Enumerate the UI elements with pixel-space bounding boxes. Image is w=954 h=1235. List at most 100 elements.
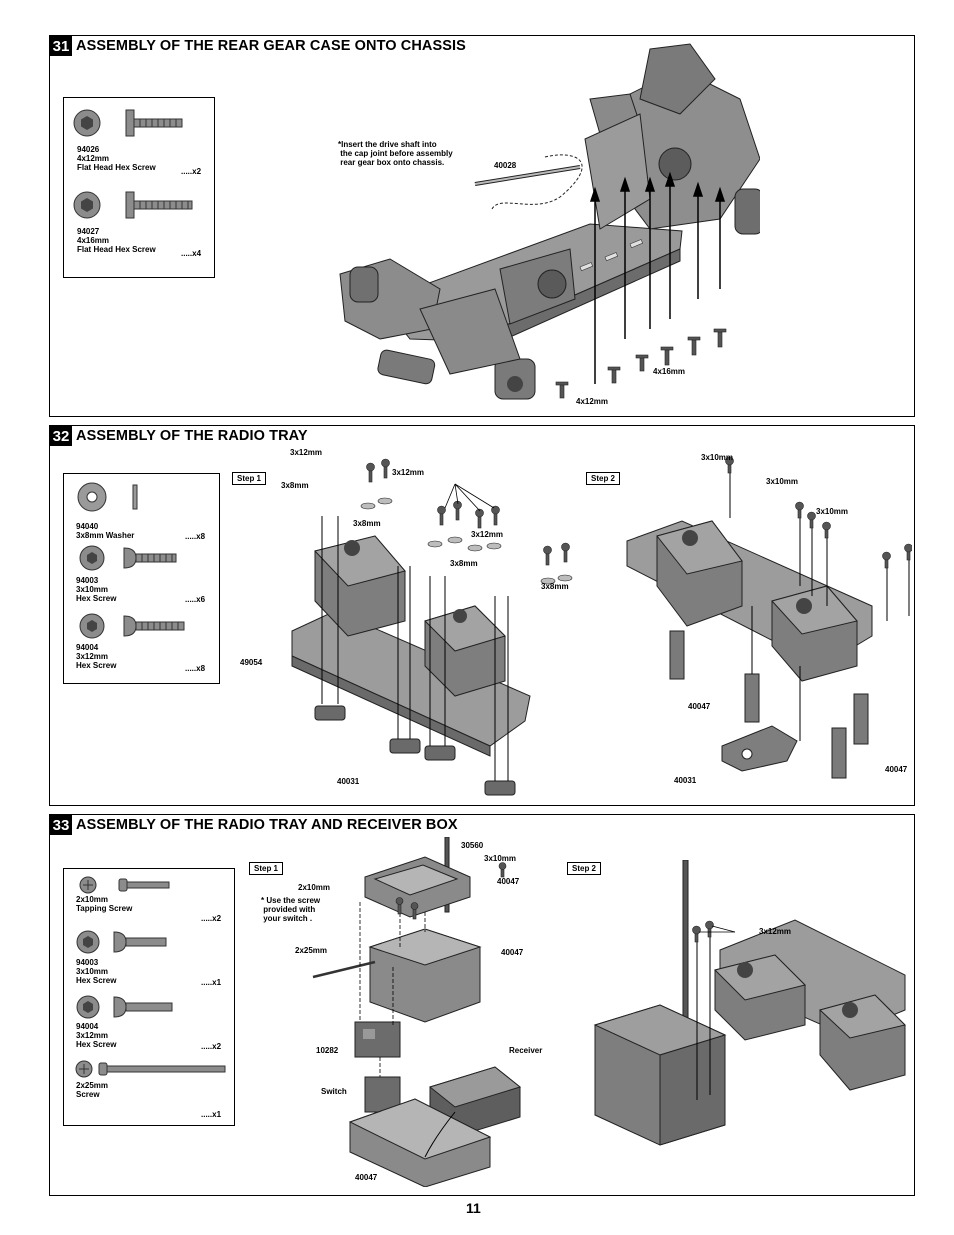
label-3x8-d: 3x8mm (541, 582, 569, 591)
label-post-40047-b: 40047 (885, 765, 908, 774)
label-tray-49054: 49054 (240, 658, 263, 667)
section-32-header: 32 ASSEMBLY OF THE RADIO TRAY (50, 426, 308, 446)
hex-screw-icon (79, 613, 185, 639)
part-code: 94027 (77, 227, 100, 236)
hex-screw-icon (76, 930, 167, 954)
part-qty: .....x1 (201, 978, 222, 987)
part-94004: 94004 3x12mm Hex Screw .....x8 (64, 612, 219, 673)
part-code: 94004 (76, 1022, 99, 1031)
part-qty: .....x8 (185, 532, 206, 541)
label-mount-40031-b: 40031 (674, 776, 697, 785)
part-2x25-screw: 2x25mm Screw .....x1 (64, 1059, 234, 1119)
label-3x8-c: 3x8mm (450, 559, 478, 568)
part-size: 3x12mm (76, 1031, 109, 1040)
receiver-box-step1-illustration (312, 837, 522, 1187)
part-code: 94003 (76, 576, 99, 585)
section-32-number: 32 (50, 426, 72, 446)
step-1-badge: Step 1 (249, 862, 284, 875)
radio-tray-step1-illustration (291, 458, 573, 796)
long-screw-icon (75, 1060, 226, 1078)
section-33-title: ASSEMBLY OF THE RADIO TRAY AND RECEIVER … (76, 817, 458, 833)
part-code: 94003 (76, 958, 99, 967)
label-3x10-a: 3x10mm (701, 453, 734, 462)
hex-screw-icon (79, 545, 177, 571)
parts-box-33: 2x10mm Tapping Screw .....x2 94003 3x10m… (63, 868, 235, 1126)
label-3x8-a: 3x8mm (281, 481, 309, 490)
section-33: 33 ASSEMBLY OF THE RADIO TRAY AND RECEIV… (49, 814, 915, 1196)
label-lid-40047: 40047 (497, 877, 520, 886)
part-code: 94026 (77, 145, 100, 154)
label-3x12: 3x12mm (759, 927, 792, 936)
label-switch-10282: 10282 (316, 1046, 339, 1055)
section-31: 31 ASSEMBLY OF THE REAR GEAR CASE ONTO C… (49, 35, 915, 417)
part-size: 3x10mm (76, 967, 109, 976)
label-screw-4x16: 4x16mm (653, 367, 686, 376)
part-code: 2x10mm (76, 895, 109, 904)
part-qty: .....x1 (201, 1110, 222, 1119)
hex-screw-icon (76, 995, 173, 1019)
label-base-40047: 40047 (355, 1173, 378, 1182)
label-3x12-c: 3x12mm (471, 530, 504, 539)
section-31-header: 31 ASSEMBLY OF THE REAR GEAR CASE ONTO C… (50, 36, 466, 56)
part-size: 4x16mm (77, 236, 110, 245)
part-name: Hex Screw (76, 661, 117, 670)
washer-icon (77, 482, 138, 512)
part-94026: 94026 4x12mm Flat Head Hex Screw .....x2 (64, 104, 214, 176)
label-box-40047: 40047 (501, 948, 524, 957)
label-3x12-a: 3x12mm (290, 448, 323, 457)
chassis-illustration (339, 43, 760, 400)
label-3x8-b: 3x8mm (353, 519, 381, 528)
page-number: 11 (466, 1200, 481, 1216)
part-size: 4x12mm (77, 154, 110, 163)
section-31-title: ASSEMBLY OF THE REAR GEAR CASE ONTO CHAS… (76, 38, 466, 54)
section-32-title: ASSEMBLY OF THE RADIO TRAY (76, 428, 308, 444)
drive-shaft-note: *Insert the drive shaft into the cap joi… (338, 140, 453, 167)
part-2x10-tapping: 2x10mm Tapping Screw .....x2 (64, 875, 234, 923)
label-drive-shaft: 40028 (494, 161, 517, 170)
label-3x10-c: 3x10mm (816, 507, 849, 516)
part-qty: .....x6 (185, 595, 206, 604)
part-qty: .....x2 (181, 167, 202, 176)
step-2-badge: Step 2 (586, 472, 621, 485)
parts-box-32: 94040 3x8mm Washer .....x8 94003 3x10mm … (63, 473, 220, 684)
flat-head-screw-icon (73, 109, 183, 137)
label-3x10-b: 3x10mm (766, 477, 799, 486)
parts-box-31: 94026 4x12mm Flat Head Hex Screw .....x2… (63, 97, 215, 278)
receiver-box-step2-illustration (593, 860, 906, 1146)
label-3x10: 3x10mm (484, 854, 517, 863)
part-size: 3x10mm (76, 585, 109, 594)
part-size: 3x12mm (76, 652, 109, 661)
part-94040: 94040 3x8mm Washer .....x8 (64, 482, 219, 541)
step-2-badge: Step 2 (567, 862, 602, 875)
label-mount-40031-a: 40031 (337, 777, 360, 786)
part-size: Screw (76, 1090, 100, 1099)
part-qty: .....x2 (201, 1042, 222, 1051)
part-name: Hex Screw (76, 976, 117, 985)
part-code: 94040 (76, 522, 99, 531)
part-code: 94004 (76, 643, 99, 652)
part-qty: .....x2 (201, 914, 222, 923)
part-qty: .....x8 (185, 664, 206, 673)
part-name: Hex Screw (76, 1040, 117, 1049)
part-94027: 94027 4x16mm Flat Head Hex Screw .....x4 (64, 186, 214, 258)
tapping-screw-icon (79, 876, 170, 894)
section-33-number: 33 (50, 815, 72, 835)
part-name: Hex Screw (76, 594, 117, 603)
part-size: 3x8mm Washer (76, 531, 135, 540)
label-antenna-30560: 30560 (461, 841, 484, 850)
section-32: 32 ASSEMBLY OF THE RADIO TRAY 94040 3x8m… (49, 425, 915, 806)
flat-head-screw-icon (73, 191, 193, 219)
label-receiver: Receiver (509, 1046, 543, 1055)
label-screw-4x12: 4x12mm (576, 397, 609, 406)
label-switch: Switch (321, 1087, 347, 1096)
label-post-40047-a: 40047 (688, 702, 711, 711)
radio-tray-step2-illustration (626, 456, 912, 779)
part-name: Flat Head Hex Screw (77, 245, 156, 254)
part-94004: 94004 3x12mm Hex Screw .....x2 (64, 994, 234, 1051)
step-1-badge: Step 1 (232, 472, 267, 485)
part-qty: .....x4 (181, 249, 202, 258)
part-size: Tapping Screw (76, 904, 133, 913)
switch-screw-note: * Use the screw provided with your switc… (261, 896, 321, 923)
section-33-header: 33 ASSEMBLY OF THE RADIO TRAY AND RECEIV… (50, 815, 458, 835)
label-2x10: 2x10mm (298, 883, 331, 892)
